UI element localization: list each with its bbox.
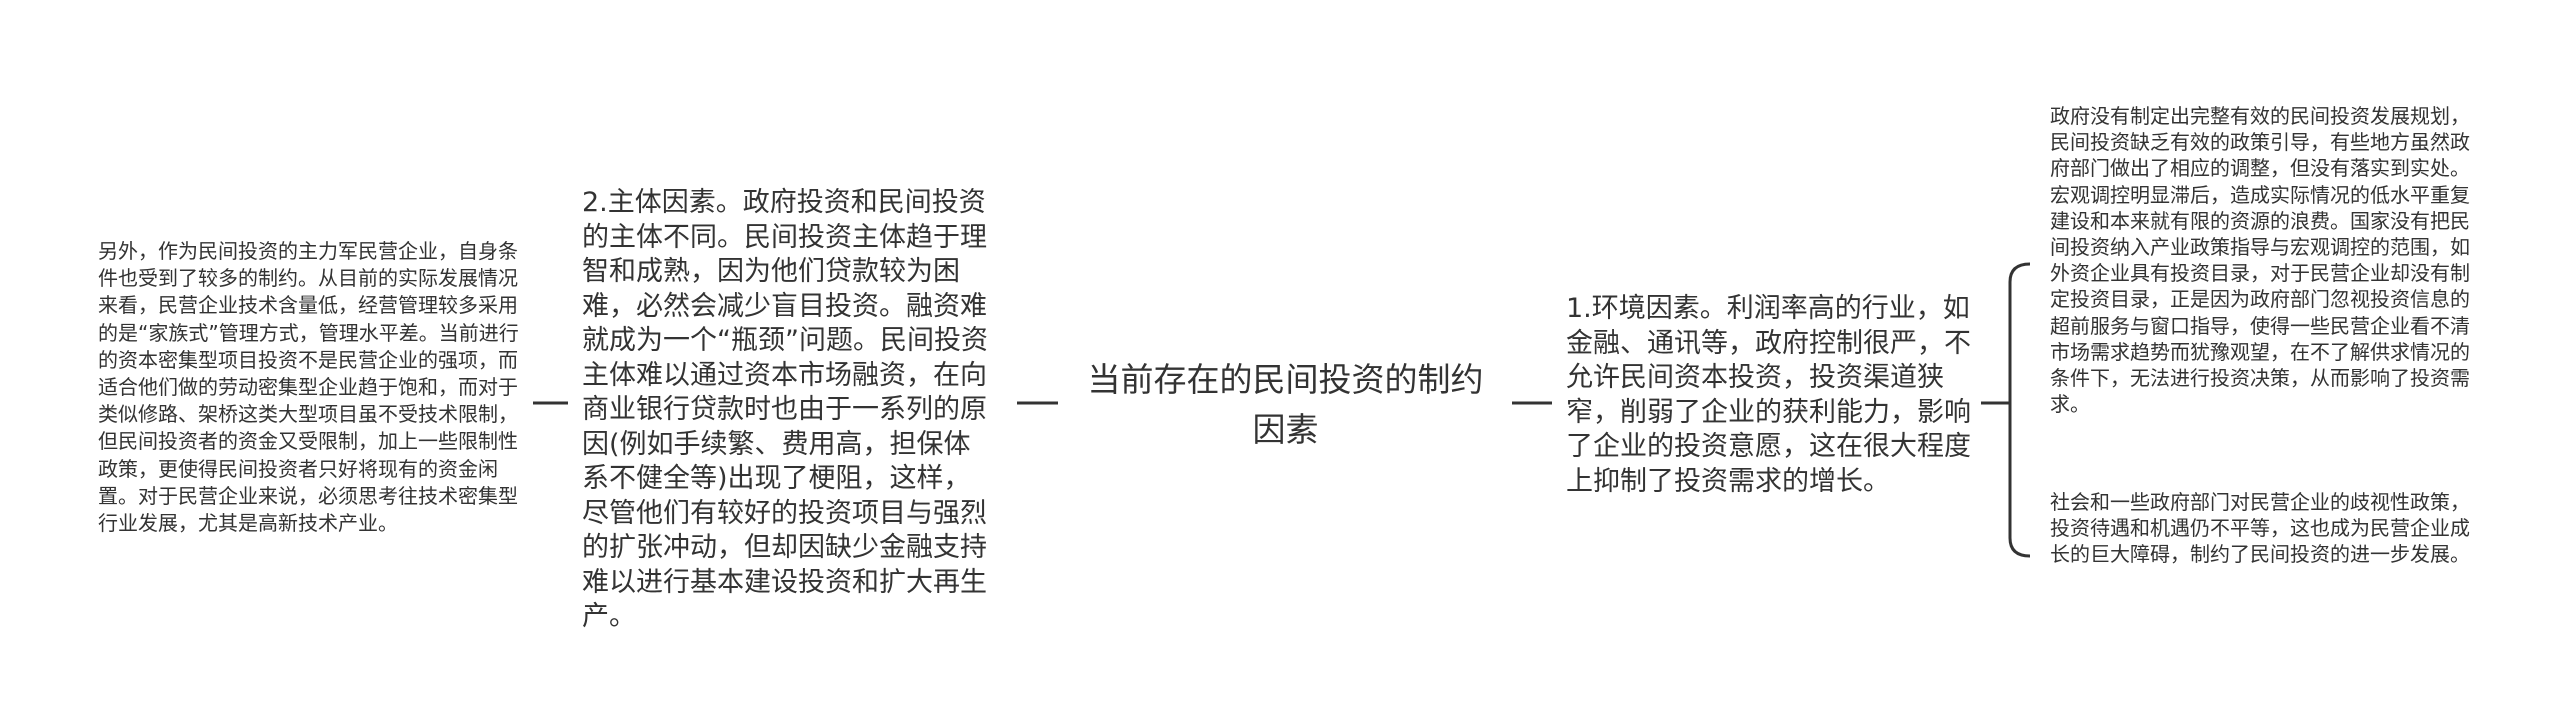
right-detail-text-discrimination: 社会和一些政府部门对民营企业的歧视性政策，投资待遇和机遇仍不平等，这也成为民营企… xyxy=(2050,490,2470,567)
bracket xyxy=(2008,262,2031,558)
environment-factor-node[interactable]: 1.环境因素。利润率高的行业，如金融、通讯等，政府控制很严，不允许民间资本投资，… xyxy=(1566,293,1971,497)
right-detail-text-policy: 政府没有制定出完整有效的民间投资发展规划，民间投资缺乏有效的政策引导，有些地方虽… xyxy=(2050,104,2470,417)
subject-factor-node[interactable]: 2.主体因素。政府投资和民间投资的主体不同。民间投资主体趋于理智和成熟，因为他们… xyxy=(582,187,988,632)
left-detail-text: 另外，作为民间投资的主力军民营企业，自身条件也受到了较多的制约。从目前的实际发展… xyxy=(98,239,519,536)
root-topic[interactable]: 当前存在的民间投资的制约因素 xyxy=(1087,360,1484,449)
